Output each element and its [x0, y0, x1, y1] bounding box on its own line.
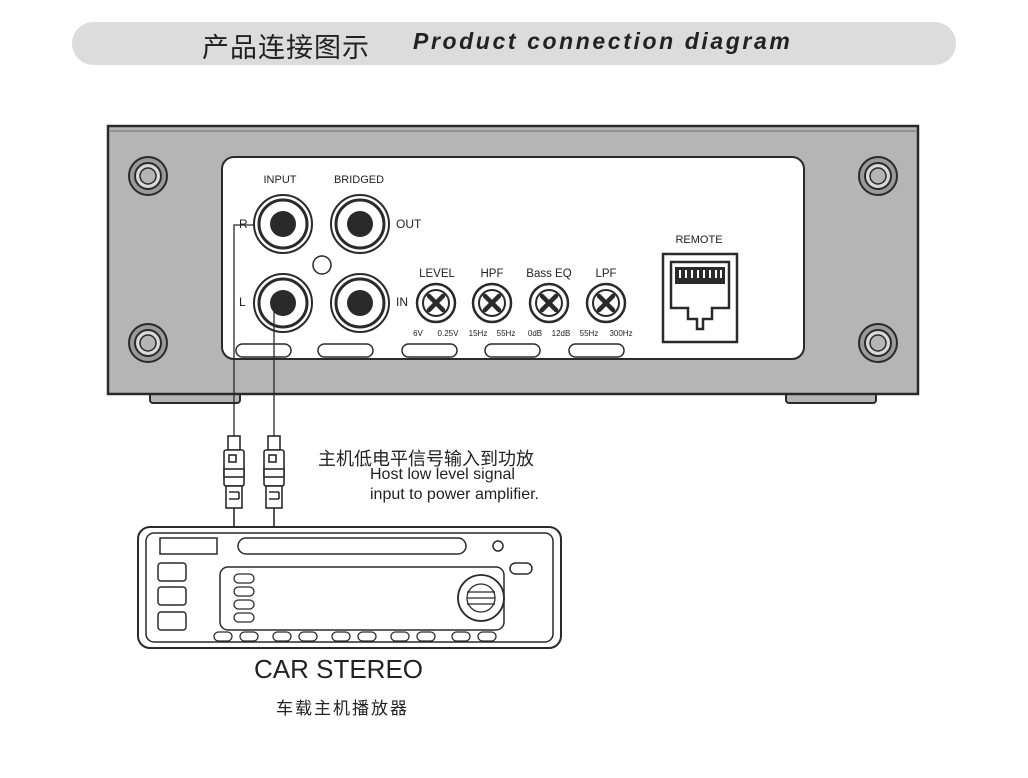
level-max-label: 0.25V	[438, 329, 460, 338]
lpf-knob-icon[interactable]	[585, 282, 627, 324]
rca-bridged-in-icon[interactable]	[330, 273, 390, 333]
rca-input-l-icon[interactable]	[253, 273, 313, 333]
connection-note-cn: 主机低电平信号输入到功放	[318, 449, 534, 470]
title-chinese: 产品连接图示	[202, 33, 370, 64]
panel-slot	[484, 343, 541, 358]
connection-note-en-line1: Host low level signal	[370, 466, 515, 483]
panel-slot	[568, 343, 625, 358]
screw-bottom-left-icon	[128, 323, 168, 363]
knob-label-lpf: LPF	[595, 268, 616, 280]
remote-rj45-port-icon[interactable]	[661, 252, 739, 344]
bass-eq-knob-icon[interactable]	[528, 282, 570, 324]
rca-plug-left-icon	[263, 435, 285, 528]
cable-right-channel	[233, 224, 255, 438]
car-stereo-head-unit	[137, 526, 562, 649]
screw-top-left-icon	[128, 156, 168, 196]
level-min-label: 6V	[413, 329, 423, 338]
rca-plug-right-icon	[223, 435, 245, 528]
level-knob-icon[interactable]	[415, 282, 457, 324]
l-channel-label: L	[239, 295, 246, 309]
knob-label-level: LEVEL	[419, 268, 455, 280]
in-label: IN	[396, 295, 408, 309]
knob-label-hpf: HPF	[481, 268, 504, 280]
connection-note-en-line2: input to power amplifier.	[370, 486, 539, 503]
knob-label-bass-eq: Bass EQ	[526, 268, 571, 280]
bass-eq-min-label: 0dB	[528, 329, 542, 338]
lpf-min-label: 55Hz	[580, 329, 599, 338]
screw-bottom-right-icon	[858, 323, 898, 363]
rca-input-r-icon[interactable]	[253, 194, 313, 254]
car-stereo-label: CAR STEREO	[254, 654, 424, 684]
stereo-eject-button	[159, 537, 218, 555]
car-stereo-label-cn: 车载主机播放器	[276, 699, 409, 719]
hpf-max-label: 55Hz	[497, 329, 516, 338]
title-bar	[72, 22, 956, 65]
panel-slot	[235, 343, 292, 358]
bass-eq-max-label: 12dB	[552, 329, 571, 338]
screw-top-right-icon	[858, 156, 898, 196]
remote-label: REMOTE	[675, 234, 722, 246]
hpf-min-label: 15Hz	[469, 329, 488, 338]
rca-bridged-out-icon[interactable]	[330, 194, 390, 254]
led-indicator-icon	[312, 255, 332, 275]
bridged-label: BRIDGED	[334, 174, 384, 186]
r-channel-label: R	[239, 217, 248, 231]
out-label: OUT	[396, 217, 422, 231]
lpf-max-label: 300Hz	[609, 329, 632, 338]
panel-slot	[317, 343, 374, 358]
title-english: Product connection diagram	[413, 28, 793, 54]
input-label: INPUT	[264, 174, 297, 186]
panel-slot	[401, 343, 458, 358]
stereo-cd-slot	[237, 537, 467, 555]
hpf-knob-icon[interactable]	[471, 282, 513, 324]
